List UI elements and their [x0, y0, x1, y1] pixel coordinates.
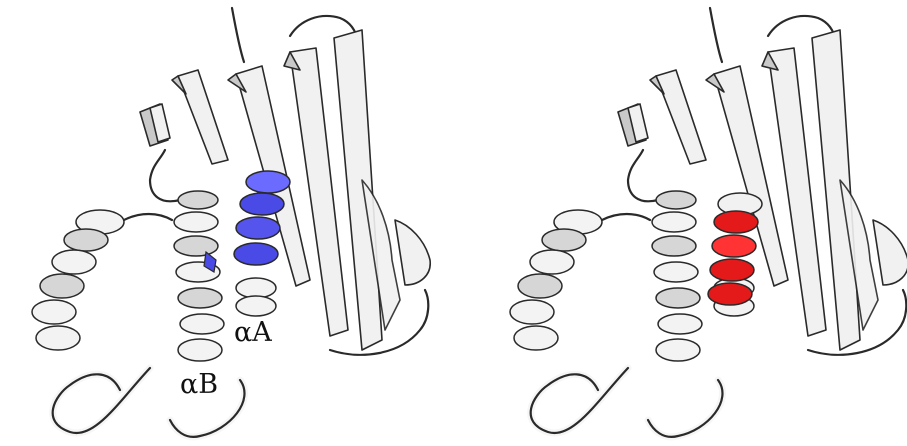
right-panel — [510, 8, 907, 437]
label-alpha-a: αA — [234, 317, 272, 348]
label-alpha-b: αB — [180, 369, 218, 400]
left-panel: αA αB — [32, 8, 430, 437]
